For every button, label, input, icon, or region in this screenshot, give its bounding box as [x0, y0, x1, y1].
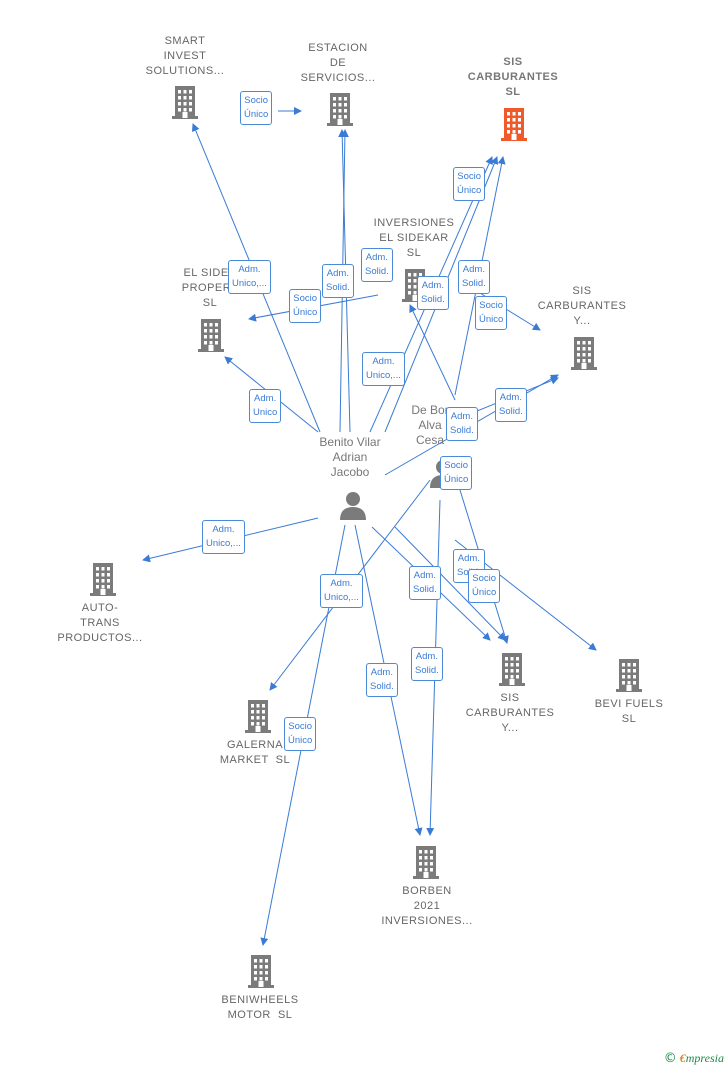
building-icon[interactable]: [498, 106, 530, 147]
company-label: SIS CARBURANTES Y...: [537, 285, 627, 327]
edge-label-adm-solid[interactable]: Adm. Solid.: [409, 566, 441, 600]
edge-label-adm-unico[interactable]: Adm. Unico,...: [228, 260, 271, 294]
edge-label-adm-unico[interactable]: Adm. Unico: [249, 389, 282, 423]
person-node-benito-vilar[interactable]: Benito Vilar Adrian Jacobo: [300, 435, 400, 480]
company-label: BORBEN 2021 INVERSIONES...: [381, 885, 473, 927]
person-node-de-borja[interactable]: De Bor Alva Cesa: [395, 403, 465, 448]
company-node-bevi-fuels[interactable]: BEVI FUELS SL: [579, 697, 679, 727]
edge-label-socio-unico[interactable]: Socio Único: [284, 717, 317, 751]
edge-label-adm-solid[interactable]: Adm. Solid.: [361, 248, 393, 282]
edge-label-socio-unico[interactable]: Socio Único: [468, 569, 501, 603]
company-node-smart[interactable]: SMART INVEST SOLUTIONS...: [135, 34, 235, 79]
edge-label-adm-unico[interactable]: Adm. Unico,...: [202, 520, 245, 554]
person-label: Benito Vilar Adrian Jacobo: [319, 435, 381, 479]
edge-label-socio-unico[interactable]: Socio Único: [240, 91, 273, 125]
building-icon[interactable]: [195, 317, 227, 358]
company-node-estacion[interactable]: ESTACION DE SERVICIOS...: [288, 41, 388, 86]
building-icon[interactable]: [245, 953, 277, 994]
company-label: GALERNA MARKET SL: [219, 739, 291, 766]
company-label: SMART INVEST SOLUTIONS...: [145, 35, 225, 77]
edge-line: [409, 304, 456, 401]
person-icon[interactable]: [337, 490, 369, 527]
building-icon[interactable]: [169, 84, 201, 125]
company-node-el-sidek-propert[interactable]: EL SIDEK PROPERT SL: [160, 266, 260, 311]
edge-line: [394, 526, 506, 641]
company-node-inversiones-sidekar[interactable]: INVERSIONES EL SIDEKAR SL: [364, 216, 464, 261]
edge-label-adm-unico[interactable]: Adm. Unico,...: [362, 352, 405, 386]
building-icon[interactable]: [496, 651, 528, 692]
building-icon[interactable]: [410, 844, 442, 885]
edge-label-adm-solid[interactable]: Adm. Solid.: [446, 407, 478, 441]
empresia-logo: © €mpresia: [664, 1051, 724, 1066]
building-icon[interactable]: [324, 91, 356, 132]
company-label: INVERSIONES EL SIDEKAR SL: [373, 217, 455, 259]
company-node-sis-carburantes-y-bottom[interactable]: SIS CARBURANTES Y...: [455, 691, 565, 736]
copyright-symbol: ©: [663, 1051, 677, 1066]
company-node-beniwheels[interactable]: BENIWHEELS MOTOR SL: [210, 993, 310, 1023]
building-icon[interactable]: [242, 698, 274, 739]
company-label: BENIWHEELS MOTOR SL: [221, 994, 299, 1021]
building-icon[interactable]: [568, 335, 600, 376]
edge-label-adm-solid[interactable]: Adm. Solid.: [417, 276, 449, 310]
edge-label-adm-solid[interactable]: Adm. Solid.: [458, 260, 490, 294]
edge-label-socio-unico[interactable]: Socio Único: [475, 296, 508, 330]
company-node-sis-carburantes-main[interactable]: SIS CARBURANTES SL: [453, 55, 573, 100]
edge-label-adm-solid[interactable]: Adm. Solid.: [495, 388, 527, 422]
building-icon[interactable]: [87, 561, 119, 602]
edge-label-socio-unico[interactable]: Socio Único: [289, 289, 322, 323]
company-node-auto-trans[interactable]: AUTO- TRANS PRODUCTOS...: [50, 601, 150, 646]
brand-name: mpresia: [685, 1051, 724, 1065]
company-label: SIS CARBURANTES Y...: [465, 692, 555, 734]
company-node-galerna-market[interactable]: GALERNA MARKET SL: [205, 738, 305, 768]
company-label: SIS CARBURANTES SL: [467, 56, 559, 98]
company-label: EL SIDEK PROPERT SL: [181, 267, 239, 309]
edge-label-socio-unico[interactable]: Socio Único: [440, 456, 473, 490]
person-label: De Bor Alva Cesa: [411, 403, 449, 447]
company-label: BEVI FUELS SL: [594, 698, 664, 725]
edge-label-adm-solid[interactable]: Adm. Solid.: [366, 663, 398, 697]
building-icon[interactable]: [613, 657, 645, 698]
brand-initial: €: [679, 1051, 686, 1065]
company-node-sis-carburantes-y-top[interactable]: SIS CARBURANTES Y...: [527, 284, 637, 329]
edge-label-socio-unico[interactable]: Socio Único: [453, 167, 486, 201]
edge-label-adm-unico[interactable]: Adm. Unico,...: [320, 574, 363, 608]
edge-label-adm-solid[interactable]: Adm. Solid.: [411, 647, 443, 681]
company-label: ESTACION DE SERVICIOS...: [300, 42, 376, 84]
company-node-borben-2021[interactable]: BORBEN 2021 INVERSIONES...: [372, 884, 482, 929]
edge-label-adm-solid[interactable]: Adm. Solid.: [322, 264, 354, 298]
company-label: AUTO- TRANS PRODUCTOS...: [57, 602, 143, 644]
